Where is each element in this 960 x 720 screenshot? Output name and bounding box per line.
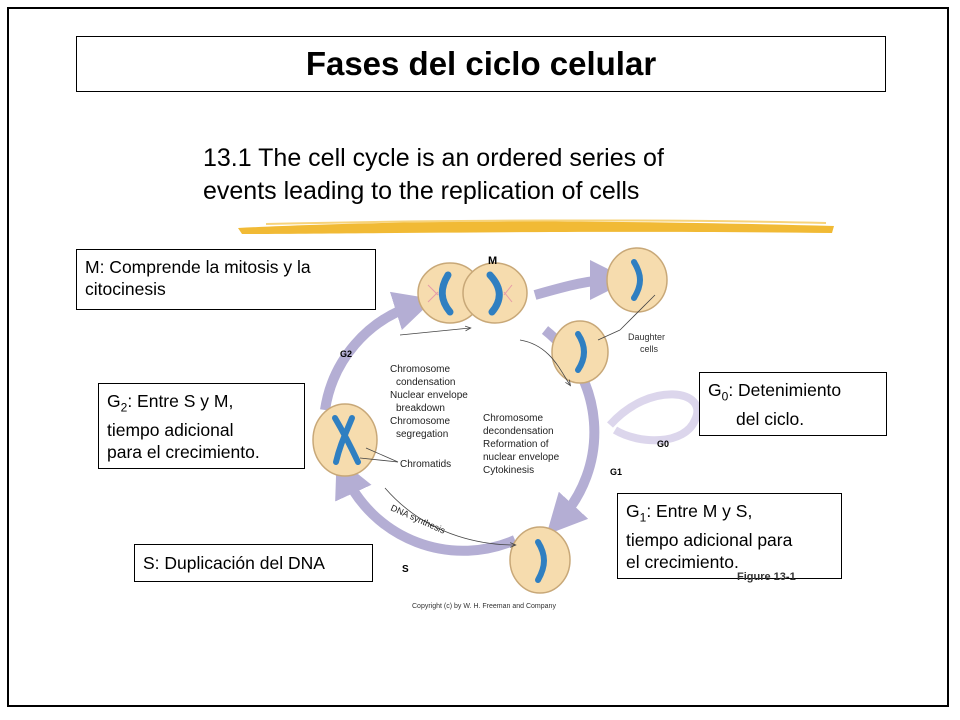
dividing-cell <box>417 262 528 324</box>
figure-label: Figure 13-1 <box>737 571 796 583</box>
daughter-label-2: cells <box>640 344 659 354</box>
svg-text:Cytokinesis: Cytokinesis <box>483 465 534 476</box>
svg-text:condensation: condensation <box>396 377 456 388</box>
svg-text:Chromosome: Chromosome <box>483 413 543 424</box>
box-g0: G0: Detenimiento del ciclo. <box>699 372 887 436</box>
subtitle-line-1: 13.1 The cell cycle is an ordered series… <box>203 144 664 172</box>
slide-frame <box>7 7 949 707</box>
svg-text:Reformation of: Reformation of <box>483 439 549 450</box>
label-g0: G0 <box>657 439 669 449</box>
svg-text:decondensation: decondensation <box>483 426 554 437</box>
cycle-arc-bottom <box>335 456 517 556</box>
label-m: M <box>488 255 497 267</box>
left-process-text: Chromosome condensation Nuclear envelope… <box>390 364 468 440</box>
box-g2: G2: Entre S y M, tiempo adicional para e… <box>98 383 305 469</box>
cycle-arrow-top <box>533 260 630 301</box>
right-process-text: Chromosome decondensation Reformation of… <box>483 413 560 476</box>
daughter-label-1: Daughter <box>628 332 665 342</box>
daughter-cell-1 <box>606 247 668 313</box>
svg-text:breakdown: breakdown <box>396 403 445 414</box>
box-m: M: Comprende la mitosis y la citocinesis <box>76 249 376 310</box>
cycle-arc-left <box>320 291 435 411</box>
label-s: S <box>402 564 409 575</box>
svg-text:Chromosome: Chromosome <box>390 364 450 375</box>
highlighter-stroke <box>238 219 834 234</box>
g0-loop <box>607 390 702 445</box>
subtitle-line-2: events leading to the replication of cel… <box>203 177 640 205</box>
copyright-text: Copyright (c) by W. H. Freeman and Compa… <box>412 603 556 610</box>
svg-text:Chromosome: Chromosome <box>390 416 450 427</box>
daughter-cell-2 <box>551 320 609 384</box>
subtitle: 13.1 The cell cycle is an ordered series… <box>203 142 823 208</box>
svg-text:segregation: segregation <box>396 429 448 440</box>
slide-title: Fases del ciclo celular <box>305 45 657 82</box>
svg-text:nuclear envelope: nuclear envelope <box>483 452 560 463</box>
box-s: S: Duplicación del DNA <box>134 544 373 582</box>
g1-cell <box>509 526 571 594</box>
svg-text:Nuclear envelope: Nuclear envelope <box>390 390 468 401</box>
title-box: Fases del ciclo celular <box>76 36 886 92</box>
chromatids-label: Chromatids <box>400 459 451 470</box>
box-g1: G1: Entre M y S, tiempo adicional para e… <box>617 493 842 579</box>
label-g2: G2 <box>340 349 352 359</box>
cell-cycle-diagram: M G2 G1 G0 S Daughter cells Chromosome c… <box>312 247 702 594</box>
g2-cell <box>312 403 378 477</box>
label-g1: G1 <box>610 467 622 477</box>
